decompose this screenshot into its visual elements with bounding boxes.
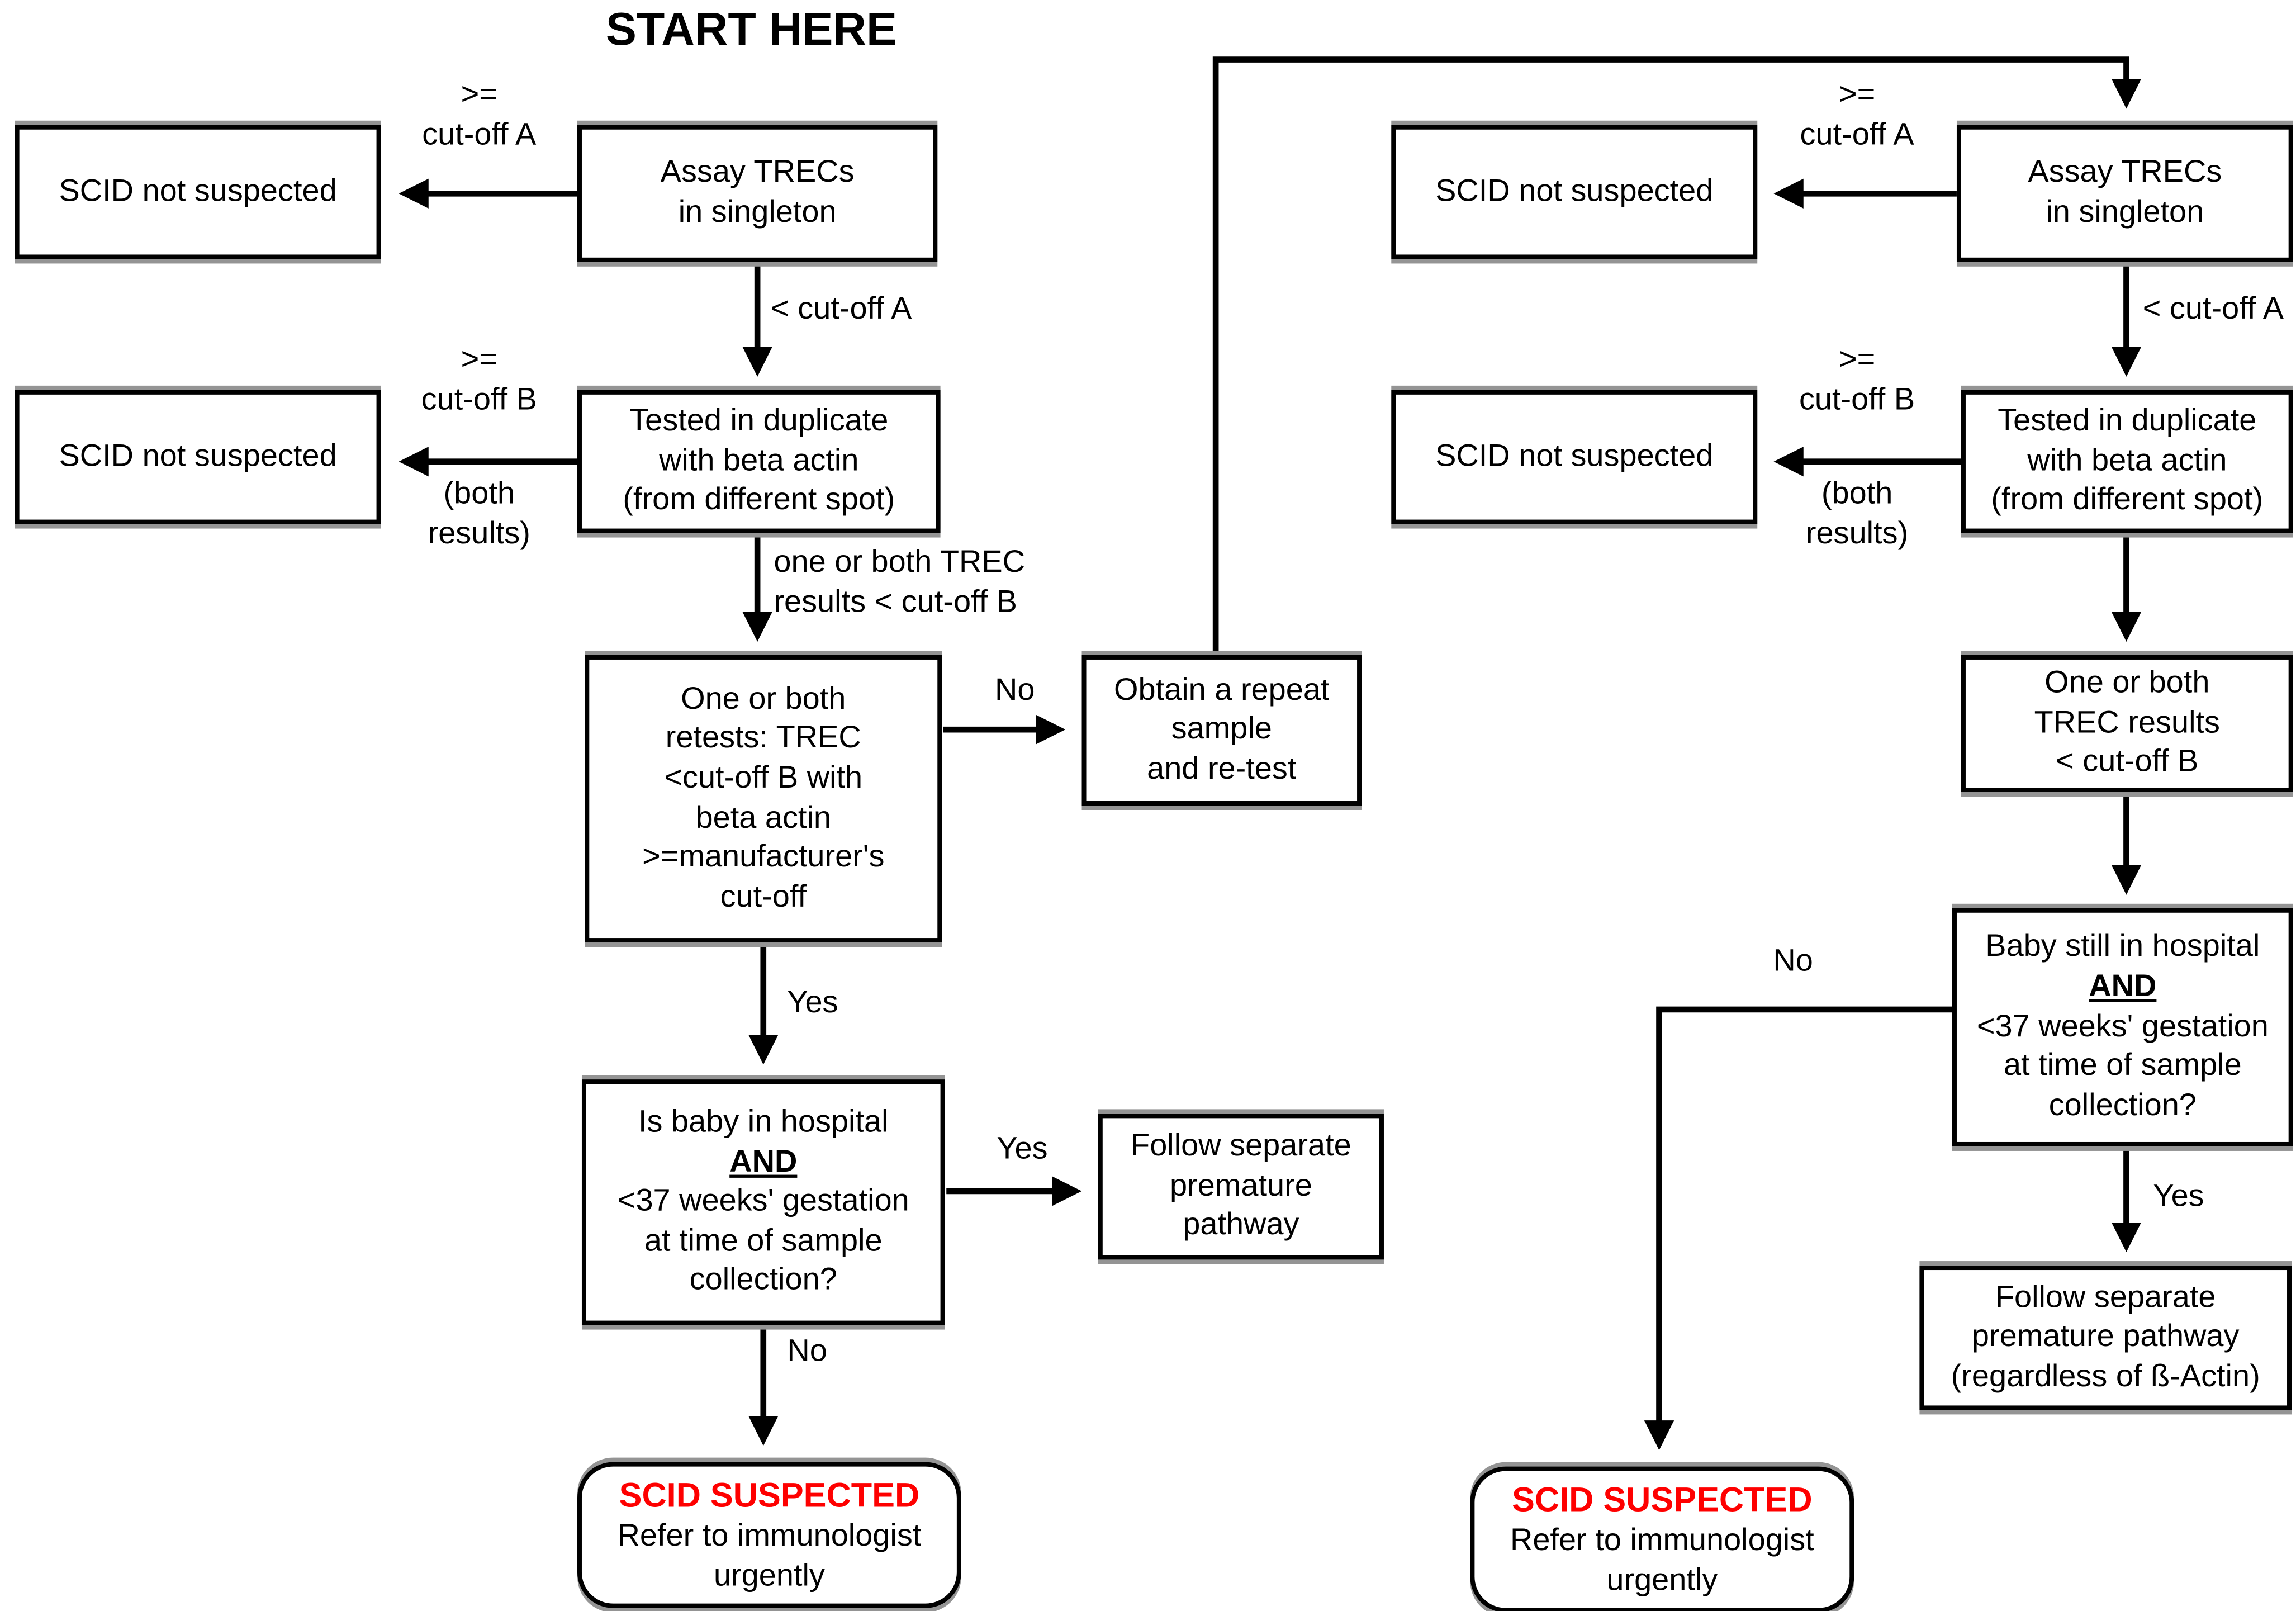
node-obtain-repeat-sample: Obtain a repeat sample and re-test — [1081, 655, 1362, 806]
node-scid-suspected-right: SCID SUSPECTED Refer to immunologist urg… — [1470, 1466, 1854, 1611]
scid-suspected-title: SCID SUSPECTED — [1512, 1479, 1813, 1519]
label-gte-cutoff-a-right: >= cut-off A — [1800, 77, 1914, 153]
node-follow-premature-right: Follow separate premature pathway (regar… — [1919, 1266, 2292, 1410]
label-one-or-both-trec: one or both TREC results < cut-off B — [774, 544, 1026, 620]
hospital-question-line1: Is baby in hospital — [638, 1105, 889, 1139]
gestation-question: <37 weeks' gestation at time of sample c… — [617, 1184, 909, 1298]
label-lt-cutoff-a-right: < cut-off A — [2142, 292, 2284, 326]
node-one-or-both-trec-results: One or both TREC results < cut-off B — [1961, 655, 2293, 793]
and-connector: AND — [729, 1144, 798, 1179]
arrow-right-hospital-no-to-scid — [1644, 1006, 1952, 1451]
label-yes-hospital-left: Yes — [997, 1131, 1048, 1166]
node-tested-duplicate-right: Tested in duplicate with beta actin (fro… — [1961, 390, 2293, 533]
node-scid-not-suspected-left-b: SCID not suspected — [15, 390, 381, 524]
and-connector: AND — [2089, 969, 2157, 1004]
label-no-hospital-left: No — [787, 1334, 827, 1368]
node-scid-not-suspected-right-b: SCID not suspected — [1391, 390, 1758, 524]
gestation-question: <37 weeks' gestation at time of sample c… — [1976, 1009, 2269, 1123]
label-both-results-right: (both results) — [1805, 476, 1909, 552]
label-yes-retests: Yes — [787, 985, 838, 1020]
node-baby-still-in-hospital: Baby still in hospital AND <37 weeks' ge… — [1952, 908, 2293, 1146]
scid-suspected-title: SCID SUSPECTED — [619, 1475, 920, 1514]
refer-immunologist-text: Refer to immunologist urgently — [1510, 1523, 1814, 1597]
label-yes-hospital-right: Yes — [2153, 1179, 2204, 1214]
node-assay-trecs-right: Assay TRECs in singleton — [1956, 125, 2293, 262]
arrow-obtain-to-right-assay — [1212, 56, 2142, 655]
node-scid-suspected-left: SCID SUSPECTED Refer to immunologist urg… — [577, 1462, 961, 1608]
label-lt-cutoff-a-left: < cut-off A — [771, 292, 912, 326]
start-here-title: START HERE — [605, 3, 898, 55]
label-no-retests: No — [994, 672, 1035, 708]
node-scid-not-suspected-right-a: SCID not suspected — [1391, 125, 1758, 259]
label-gte-cutoff-a-left: >= cut-off A — [422, 77, 537, 153]
node-scid-not-suspected-left-a: SCID not suspected — [15, 125, 381, 259]
label-gte-cutoff-b-right: >= cut-off B — [1799, 342, 1915, 418]
node-tested-duplicate-left: Tested in duplicate with beta actin (fro… — [577, 390, 941, 533]
node-is-baby-in-hospital: Is baby in hospital AND <37 weeks' gesta… — [581, 1079, 945, 1325]
label-both-results-left: (both results) — [428, 476, 530, 552]
refer-immunologist-text: Refer to immunologist urgently — [617, 1518, 922, 1593]
label-no-hospital-right: No — [1773, 944, 1813, 978]
node-assay-trecs-left: Assay TRECs in singleton — [577, 125, 938, 262]
hospital-question2-line1: Baby still in hospital — [1985, 930, 2260, 964]
label-gte-cutoff-b-left: >= cut-off B — [421, 342, 537, 418]
node-follow-premature-left: Follow separate premature pathway — [1098, 1114, 1384, 1260]
node-one-or-both-retests: One or both retests: TREC <cut-off B wit… — [585, 655, 942, 943]
